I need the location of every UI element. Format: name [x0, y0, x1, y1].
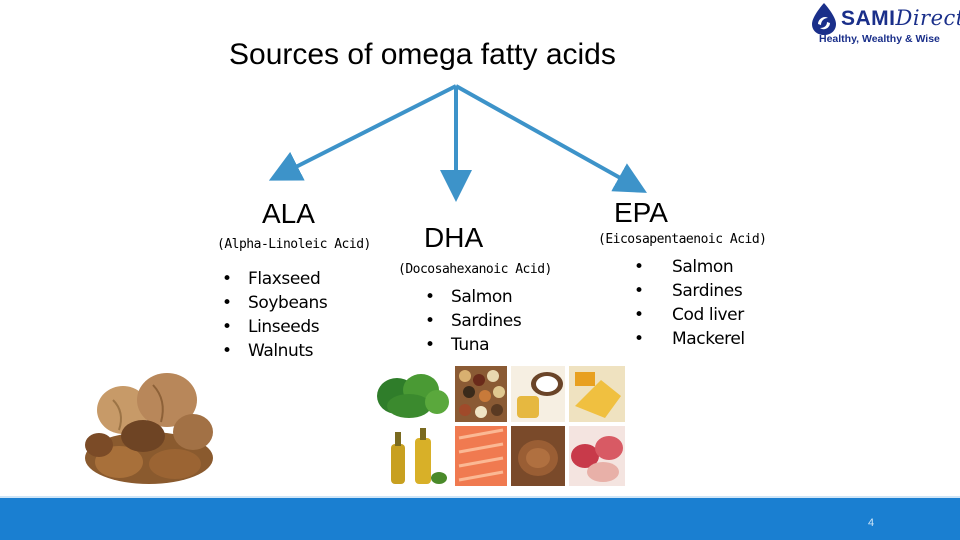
salmon-tile	[455, 426, 507, 486]
cheese-tile	[569, 366, 625, 422]
bullet: •	[425, 311, 435, 331]
bullet: •	[634, 329, 644, 349]
ala-heading: ALA	[262, 198, 315, 229]
bullet: •	[634, 281, 644, 301]
footer-bar	[0, 498, 960, 540]
logo-drop-icon	[812, 3, 836, 35]
meat-tile	[569, 426, 625, 486]
logo-name-sub: Direct	[895, 6, 960, 30]
list-item: •Tuna	[425, 335, 490, 355]
bullet: •	[634, 257, 644, 277]
olive-oil-tile	[375, 426, 451, 486]
arrow-to-epa	[455, 84, 647, 193]
epa-heading: EPA	[614, 197, 668, 228]
dha-heading: DHA	[424, 222, 484, 253]
walnuts-image	[83, 350, 215, 485]
list-item: •Soybeans	[222, 293, 328, 313]
ala-sources-list: •Flaxseed •Soybeans •Linseeds •Walnuts	[222, 267, 328, 363]
logo-name: SAMIDirect	[841, 6, 960, 31]
coconut-oil-tile	[511, 366, 565, 422]
bullet: •	[222, 269, 232, 289]
list-item: •Salmon	[425, 287, 513, 307]
logo-tagline: Healthy, Wealthy & Wise	[819, 33, 940, 45]
omega-food-collage-image	[375, 366, 625, 486]
slide-number: 4	[868, 517, 875, 529]
list-item: •Flaxseed	[222, 269, 321, 289]
flaxseed-tile	[511, 426, 565, 486]
footer-divider	[0, 496, 960, 498]
bullet: •	[425, 335, 435, 355]
beans-tile	[455, 366, 507, 422]
list-item: •Linseeds	[222, 317, 320, 337]
list-item: •Walnuts	[222, 341, 314, 361]
greens-tile	[375, 366, 451, 422]
list-item: •Mackerel	[634, 329, 745, 349]
bullet: •	[222, 293, 232, 313]
ala-subtitle: (Alpha-Linoleic Acid)	[217, 237, 371, 252]
bullet: •	[634, 305, 644, 325]
bullet: •	[222, 317, 232, 337]
logo-name-main: SAMI	[841, 7, 896, 30]
dha-subtitle: (Docosahexanoic Acid)	[398, 262, 552, 277]
slide-title: Sources of omega fatty acids	[229, 38, 616, 71]
dha-sources-list: •Salmon •Sardines •Tuna	[425, 285, 522, 357]
bullet: •	[425, 287, 435, 307]
epa-sources-list: •Salmon •Sardines •Cod liver •Mackerel	[634, 255, 745, 351]
list-item: •Salmon	[634, 257, 734, 277]
samidirect-logo: SAMIDirect Healthy, Wealthy & Wise	[803, 2, 960, 48]
arrow-to-ala	[268, 84, 457, 181]
bullet: •	[222, 341, 232, 361]
epa-subtitle: (Eicosapentaenoic Acid)	[598, 232, 767, 247]
list-item: •Sardines	[425, 311, 522, 331]
list-item: •Sardines	[634, 281, 743, 301]
list-item: •Cod liver	[634, 305, 744, 325]
